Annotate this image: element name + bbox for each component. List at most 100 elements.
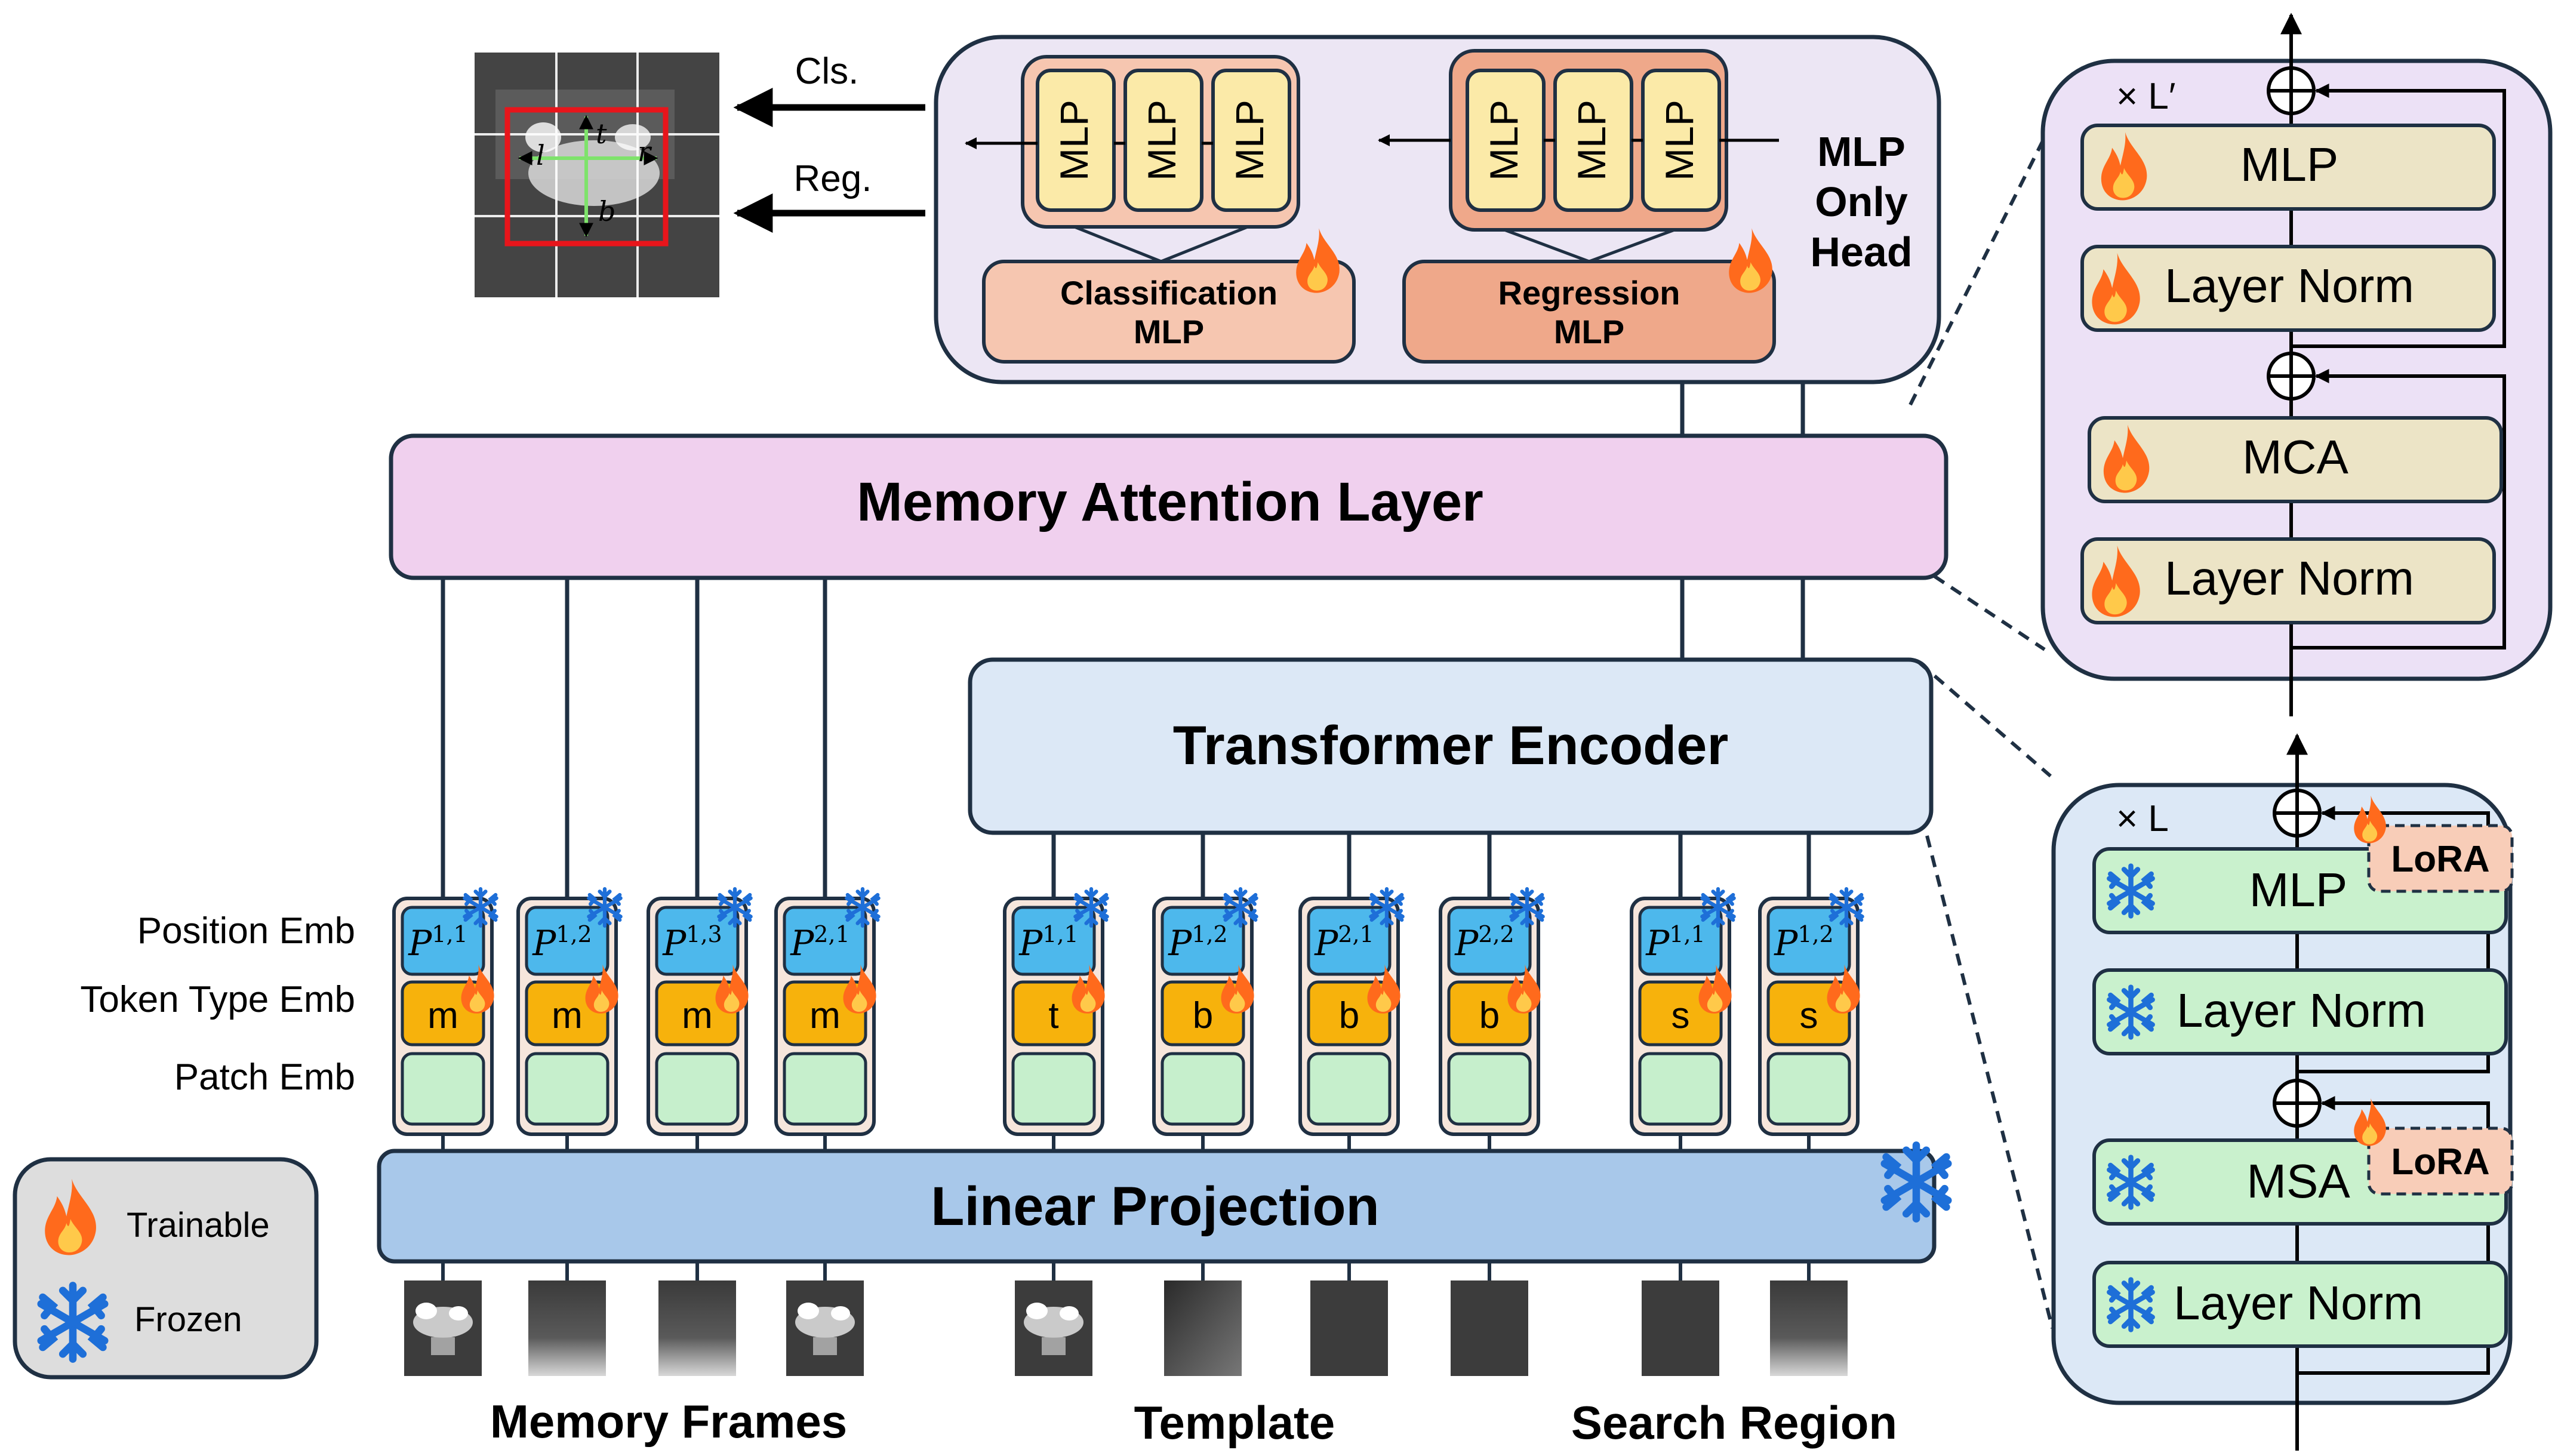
te-layer-norm-1 xyxy=(2092,968,2508,1055)
position-emb-cell xyxy=(655,906,740,976)
legend: Trainable Frozen xyxy=(13,1157,319,1380)
token-type-text: s xyxy=(1672,995,1690,1036)
head-title-line2: Only xyxy=(1815,178,1908,225)
cls-mlp-cell-3-label: MLP xyxy=(1227,100,1272,181)
patch-emb-cell xyxy=(783,1052,867,1126)
patch-emb-cell xyxy=(1447,1052,1532,1126)
reg-mlp-cell-1-label: MLP xyxy=(1482,100,1526,181)
reg-label: Reg. xyxy=(794,158,872,199)
mal-layer-mca xyxy=(2088,416,2503,503)
legend-trainable-label: Trainable xyxy=(127,1206,270,1245)
token-type-text: m xyxy=(552,995,583,1036)
zoom-lines xyxy=(1909,136,2054,1329)
patch-emb-cell xyxy=(525,1052,610,1126)
transformer-encoder: Transformer Encoder xyxy=(968,657,1934,835)
head-title-line3: Head xyxy=(1810,229,1912,275)
mlp-only-head: MLP MLP MLP Classification MLP MLP MLP M… xyxy=(934,35,1941,384)
token-type-text: m xyxy=(427,995,458,1036)
position-emb-text: P2,2 xyxy=(1454,921,1514,964)
token-column-9: P1,1 s xyxy=(1630,889,1734,1151)
cls-label: Cls. xyxy=(795,51,859,92)
token-column-6: P1,2 b xyxy=(1152,889,1257,1151)
patch-emb-cell xyxy=(401,1052,485,1126)
position-emb-cell xyxy=(1161,906,1245,976)
mal-detail-panel: × L′ MLP Layer Norm MCA Layer Norm xyxy=(2040,13,2553,716)
bbox-t-label: t xyxy=(596,118,607,150)
classification-mlp-line1: Classification xyxy=(1060,274,1278,312)
linear-projection-label: Linear Projection xyxy=(931,1176,1380,1237)
token-type-text: b xyxy=(1479,995,1500,1036)
image-patch-3 xyxy=(658,1261,736,1376)
position-emb-cell xyxy=(1307,906,1392,976)
patch-emb-cell xyxy=(1766,1052,1851,1126)
image-patch-9 xyxy=(1642,1261,1719,1376)
embedding-labels: Position Emb Token Type Emb Patch Emb xyxy=(80,910,355,1098)
bbox xyxy=(504,107,669,247)
image-patch-1 xyxy=(404,1261,482,1376)
search-region-label: Search Region xyxy=(1571,1396,1897,1449)
token-columns: P1,1mP1,2mP1,3mP2,1mP1,1tP1,2bP2,1bP2,2b… xyxy=(392,889,1863,1151)
token-type-text: m xyxy=(809,995,841,1036)
image-patches xyxy=(404,1261,1848,1376)
position-emb-text: P1,2 xyxy=(532,921,592,964)
token-type-text: s xyxy=(1800,995,1818,1036)
te-layer-norm-2 xyxy=(2092,1261,2508,1348)
encoder-connectors xyxy=(1051,833,1811,901)
mal-layer-norm-2 xyxy=(2080,537,2496,624)
token-column-4: P2,1 m xyxy=(774,889,879,1151)
position-emb-text: P1,2 xyxy=(1774,921,1833,964)
token-type-emb-label: Token Type Emb xyxy=(80,979,355,1020)
memory-attention-label: Memory Attention Layer xyxy=(857,472,1483,532)
token-type-text: t xyxy=(1048,995,1058,1036)
reg-mlp-cell-3-label: MLP xyxy=(1657,100,1701,181)
position-emb-cell xyxy=(1447,906,1532,976)
patch-emb-cell xyxy=(1011,1052,1096,1126)
regression-mlp-box xyxy=(1402,260,1776,364)
token-column-5: P1,1t xyxy=(1003,889,1107,1151)
mal-layer-norm-1-label: Layer Norm xyxy=(2165,259,2414,312)
position-emb-cell xyxy=(1766,906,1851,976)
lora-mlp-box xyxy=(2367,824,2514,893)
image-patch-2 xyxy=(528,1261,606,1376)
position-emb-text: P1,1 xyxy=(1645,921,1705,964)
memory-attention-layer: Memory Attention Layer xyxy=(389,433,1948,580)
reg-mlp-cells: MLP MLP MLP xyxy=(1466,69,1721,212)
position-emb-cell xyxy=(1638,906,1723,976)
position-emb-text: P1,1 xyxy=(408,921,467,964)
cls-mlp-cells: MLP MLP MLP xyxy=(1036,69,1291,212)
patch-emb-label: Patch Emb xyxy=(174,1057,355,1098)
image-patch-6 xyxy=(1164,1261,1242,1376)
position-emb-cell xyxy=(783,906,867,976)
mal-repeat-label: × L′ xyxy=(2116,76,2176,117)
position-emb-cell xyxy=(1011,906,1096,976)
bbox-r-label: r xyxy=(638,136,652,168)
lora-msa-box xyxy=(2367,1126,2514,1196)
mal-layer-norm-1 xyxy=(2080,245,2496,332)
position-emb-text: P2,1 xyxy=(790,921,849,964)
classification-mlp-line2: MLP xyxy=(1134,313,1204,350)
template-label: Template xyxy=(1134,1396,1335,1449)
te-layer-msa-label: MSA xyxy=(2246,1155,2350,1208)
token-type-text: b xyxy=(1339,995,1359,1036)
detection-result-image: l t r b xyxy=(475,53,719,297)
reg-mlp-cell-2-label: MLP xyxy=(1569,100,1614,181)
position-emb-cell xyxy=(525,906,610,976)
token-column-8: P2,2 b xyxy=(1439,889,1543,1151)
position-emb-cell xyxy=(401,906,485,976)
regression-mlp-line2: MLP xyxy=(1554,313,1624,350)
token-column-2: P1,2 m xyxy=(516,889,621,1151)
lora-mlp-label: LoRA xyxy=(2391,839,2489,880)
te-repeat-label: × L xyxy=(2116,798,2169,839)
legend-frozen-label: Frozen xyxy=(134,1300,242,1339)
token-type-text: b xyxy=(1193,995,1213,1036)
mal-layer-norm-2-label: Layer Norm xyxy=(2165,552,2414,605)
output-arrows: Cls. Reg. xyxy=(733,51,925,233)
patch-emb-cell xyxy=(1307,1052,1392,1126)
position-emb-text: P1,2 xyxy=(1168,921,1227,964)
image-patch-4 xyxy=(786,1261,864,1376)
mal-connectors xyxy=(441,578,1805,901)
token-column-7: P2,1b xyxy=(1298,889,1403,1151)
mal-layer-mlp xyxy=(2080,124,2496,211)
mal-layer-mca-label: MCA xyxy=(2242,430,2348,484)
patch-emb-cell xyxy=(1161,1052,1245,1126)
